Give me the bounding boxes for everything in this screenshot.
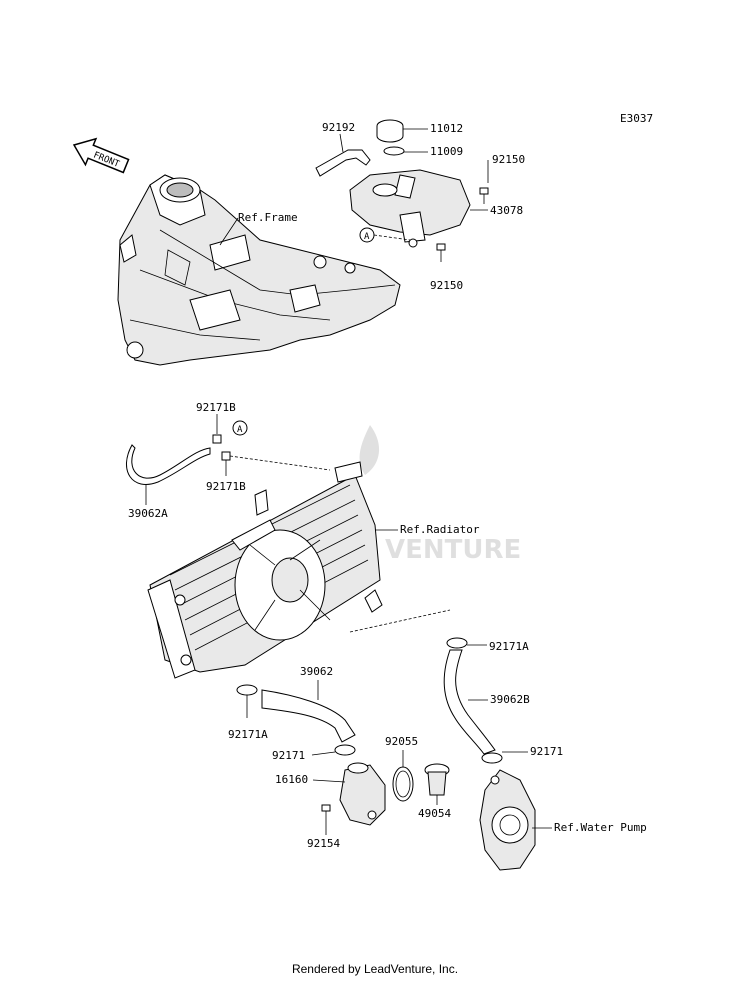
ref-radiator-label: Ref.Radiator xyxy=(400,523,480,536)
part-92171B-top-label: 92171B xyxy=(196,401,236,414)
diagram-id: E3037 xyxy=(620,112,653,125)
clamp-92171-right xyxy=(481,752,503,764)
part-39062-label: 39062 xyxy=(300,665,333,678)
front-arrow-icon: FRONT xyxy=(72,137,130,174)
watermark-text: VENTURE xyxy=(385,535,521,565)
thermostat-housing xyxy=(339,762,386,826)
water-pump xyxy=(479,769,536,871)
frame-illustration xyxy=(117,174,401,366)
hose-39062 xyxy=(261,689,356,743)
hose-39062A xyxy=(126,444,211,485)
bolt-top xyxy=(479,187,489,204)
reservoir-cap xyxy=(376,119,404,143)
part-39062B-label: 39062B xyxy=(490,693,530,706)
radiator-fan xyxy=(231,489,331,641)
bolt-bottom xyxy=(436,243,446,262)
watermark-logo: VENTURE xyxy=(359,425,521,565)
hose-39062B xyxy=(443,649,496,755)
part-92171-left-label: 92171 xyxy=(272,749,305,762)
part-92171A-left-label: 92171A xyxy=(228,728,268,741)
clamp-92171B-bottom xyxy=(221,451,231,461)
part-92055-label: 92055 xyxy=(385,735,418,748)
part-16160-label: 16160 xyxy=(275,773,308,786)
footer-credit: Rendered by LeadVenture, Inc. xyxy=(291,962,459,976)
ref-frame-label: Ref.Frame xyxy=(238,211,298,224)
clamp-92171B-top xyxy=(212,434,222,444)
part-92150-bottom-label: 92150 xyxy=(430,279,463,292)
thermostat-49054 xyxy=(424,763,450,796)
svg-text:A: A xyxy=(364,232,370,242)
callout-a-bottom: A xyxy=(232,420,248,436)
part-11012-label: 11012 xyxy=(430,122,463,135)
reservoir-gasket xyxy=(383,146,405,156)
bolt-92154 xyxy=(321,804,331,835)
part-11009-label: 11009 xyxy=(430,145,463,158)
part-92192-label: 92192 xyxy=(322,121,355,134)
clamp-92171-left xyxy=(334,744,356,756)
svg-text:A: A xyxy=(237,425,243,435)
ref-water-pump-label: Ref.Water Pump xyxy=(554,821,647,834)
part-43078-label: 43078 xyxy=(490,204,523,217)
part-92154-label: 92154 xyxy=(307,837,340,850)
part-49054-label: 49054 xyxy=(418,807,451,820)
part-92171A-right-label: 92171A xyxy=(489,640,529,653)
overflow-hose xyxy=(315,149,371,177)
part-92171B-bottom-label: 92171B xyxy=(206,480,246,493)
clamp-92171A-left xyxy=(236,684,258,696)
callout-a-top: A xyxy=(359,227,375,243)
reservoir-tank xyxy=(349,169,471,248)
part-92150-top-label: 92150 xyxy=(492,153,525,166)
part-92171-right-label: 92171 xyxy=(530,745,563,758)
clamp-92171A-right xyxy=(446,637,468,649)
part-39062A-label: 39062A xyxy=(128,507,168,520)
